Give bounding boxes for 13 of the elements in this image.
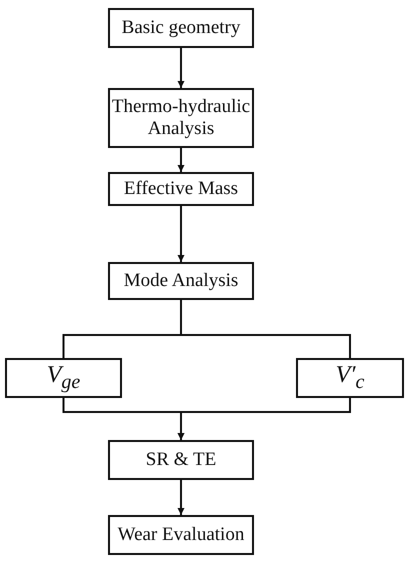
variable-box: V$_{ge}$ [5, 358, 122, 398]
process-box: Basic geometry [108, 8, 254, 48]
process-box: Mode Analysis [108, 262, 254, 300]
process-box: SR & TE [108, 440, 254, 480]
arrow [178, 148, 184, 172]
process-box: Effective Mass [108, 172, 254, 206]
arrow [178, 206, 184, 262]
process-box: Wear Evaluation [108, 515, 254, 555]
arrow [178, 48, 184, 88]
arrow [178, 398, 351, 440]
process-box: Thermo-hydraulic Analysis [108, 88, 254, 148]
arrow [178, 480, 184, 515]
variable-box: V′$_{c}$ [296, 358, 404, 398]
